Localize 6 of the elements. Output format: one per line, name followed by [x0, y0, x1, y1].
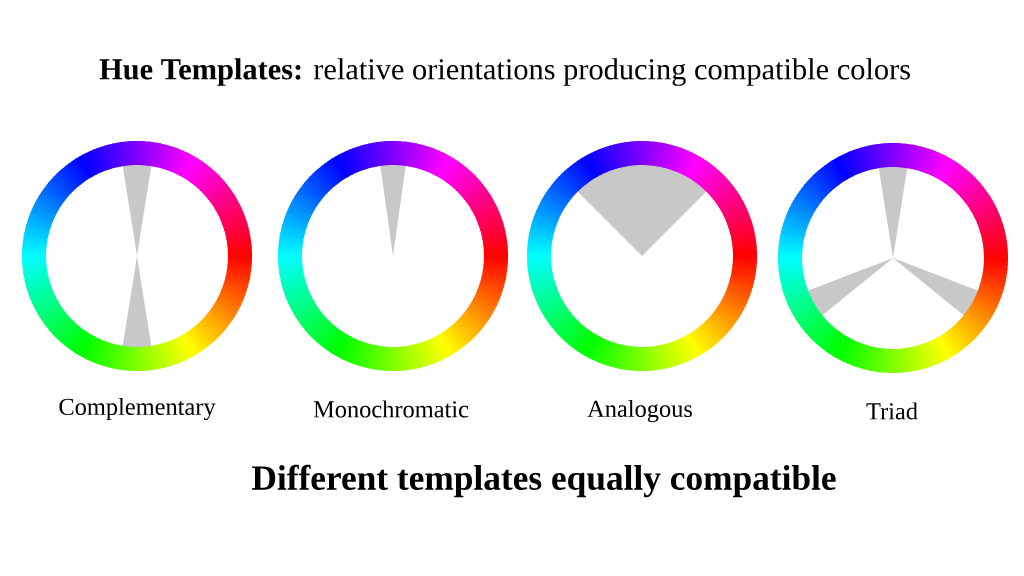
template-label: Triad [866, 402, 918, 420]
title: Hue Templates: relative orientations producing compatible colors [99, 58, 910, 86]
template-label: Monochromatic [313, 400, 469, 418]
template-label: Analogous [587, 399, 692, 423]
template-label: Complementary [59, 397, 216, 421]
caption: Different templates equally compatible [252, 464, 836, 498]
